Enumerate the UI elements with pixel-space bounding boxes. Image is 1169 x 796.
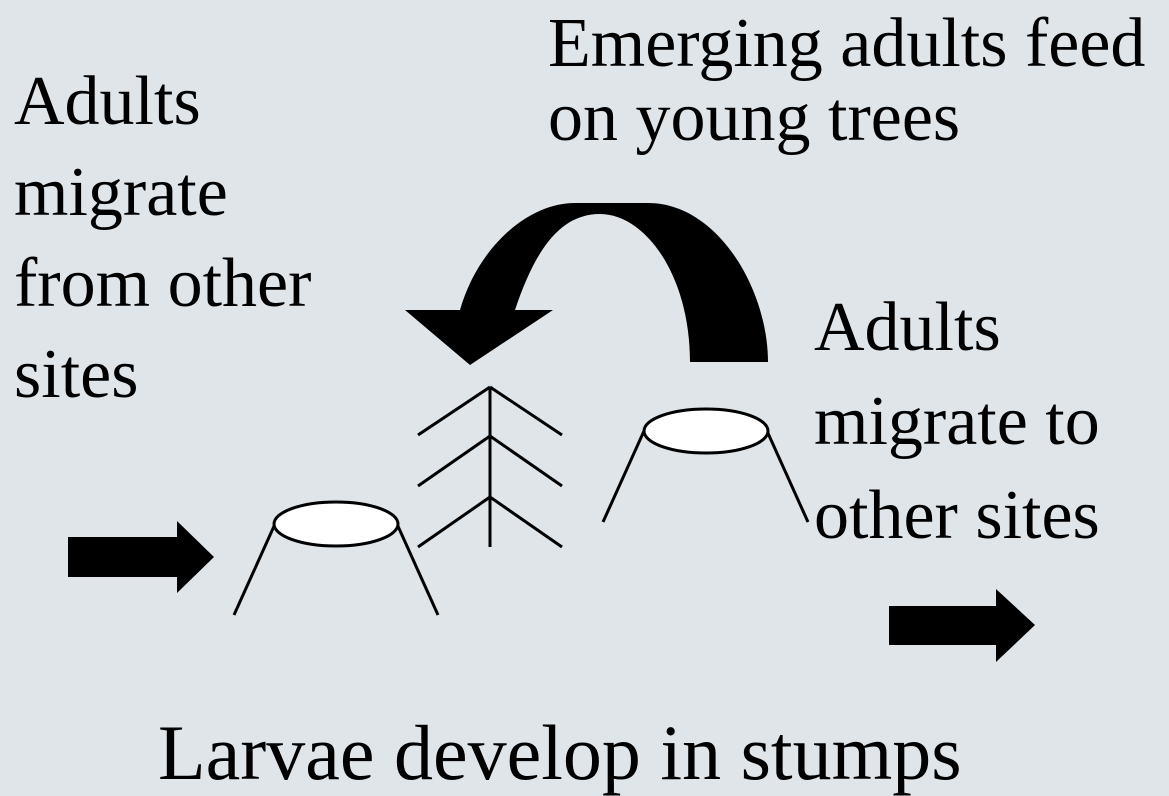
adults-migrate-in-label: Adults migrate from other sites [14,56,311,420]
adults-migrate-out-line-2: migrate to [814,375,1100,469]
outbound-arrow-icon [889,589,1035,662]
adults-migrate-out-label: Adults migrate to other sites [814,281,1100,563]
adults-migrate-in-line-1: Adults [14,56,311,147]
emerging-adults-label-line-1: Emerging adults feed [548,7,1145,81]
larvae-label-text: Larvae develop in stumps [158,713,962,793]
feeding-curved-arrow-icon [405,203,768,365]
emerging-adults-label-line-2: on young trees [548,81,1145,155]
inbound-arrow-icon [68,521,214,593]
left-stump-icon [234,502,438,615]
adults-migrate-in-line-3: from other [14,238,311,329]
adults-migrate-in-line-2: migrate [14,147,311,238]
emerging-adults-label: Emerging adults feed on young trees [548,7,1145,155]
right-stump-icon [603,409,808,522]
adults-migrate-out-line-3: other sites [814,469,1100,563]
adults-migrate-out-line-1: Adults [814,281,1100,375]
adults-migrate-in-line-4: sites [14,329,311,420]
larvae-label: Larvae develop in stumps [158,713,962,793]
young-tree-icon [418,387,562,547]
